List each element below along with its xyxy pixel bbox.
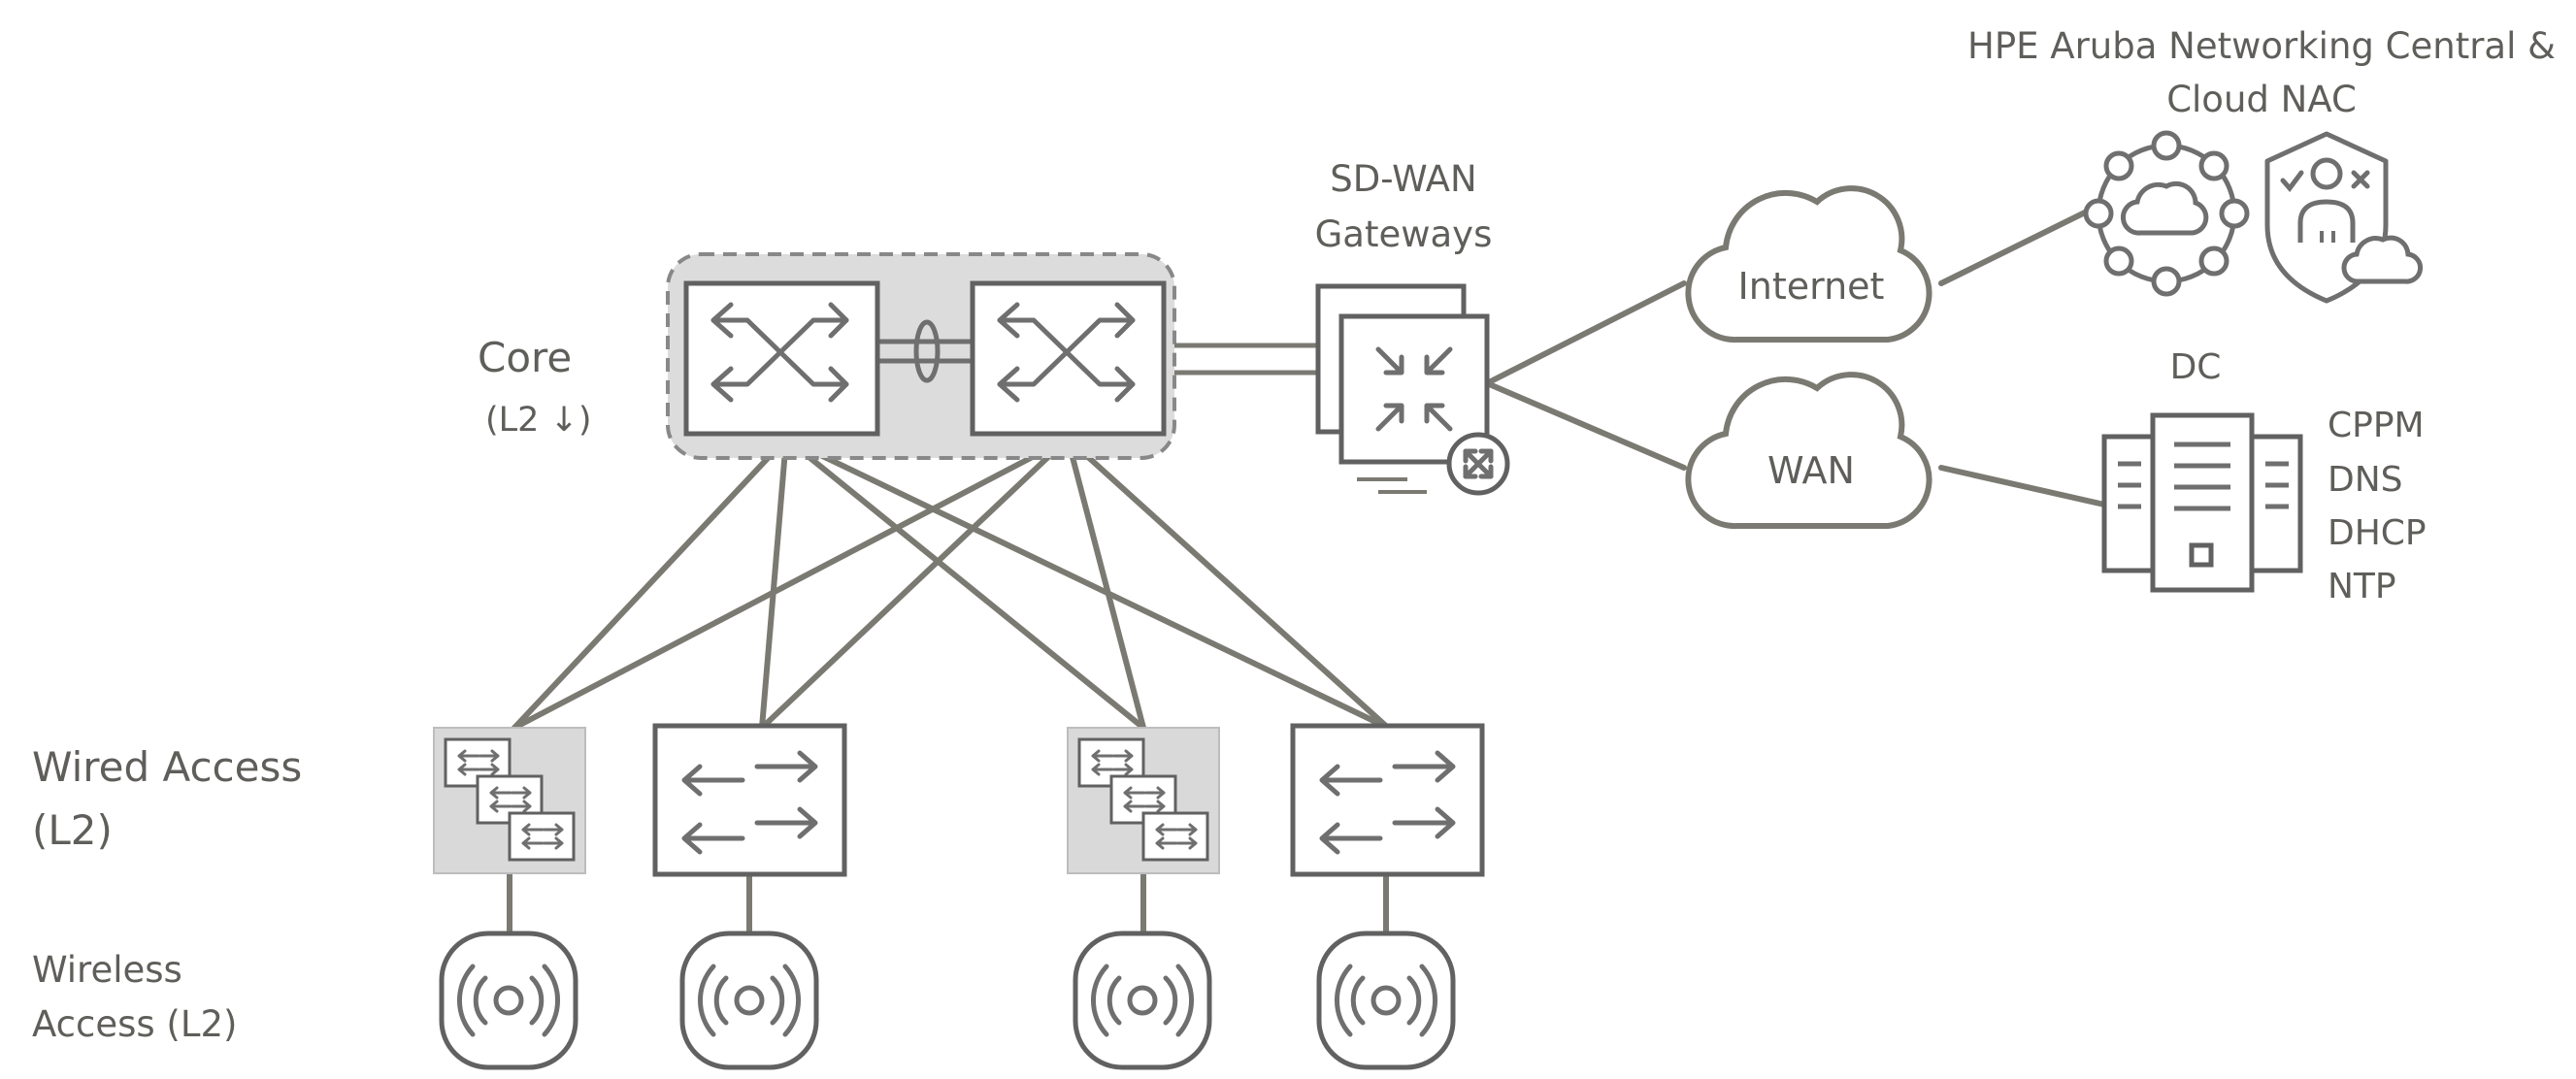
cloud-nac[interactable] bbox=[2264, 131, 2424, 304]
link-internet-central bbox=[1938, 209, 2090, 286]
cloud-icon bbox=[1685, 185, 1932, 343]
core-switch-1[interactable] bbox=[683, 280, 880, 437]
access-point-icon bbox=[1319, 933, 1453, 1067]
access-point-icon bbox=[1075, 933, 1209, 1067]
link-core1-stack2 bbox=[783, 436, 1146, 731]
datacenter-server-icon bbox=[2101, 412, 2303, 593]
internet-cloud[interactable]: Internet bbox=[1685, 185, 1932, 343]
switch-stack-icon bbox=[434, 728, 585, 873]
core-switch-2[interactable] bbox=[970, 280, 1167, 437]
access-point-4[interactable] bbox=[1319, 933, 1453, 1067]
wired-access-label-line2: (L2) bbox=[32, 806, 113, 854]
central-label-line1: HPE Aruba Networking Central & bbox=[1967, 25, 2556, 67]
gateway-base-lines bbox=[1357, 477, 1427, 494]
dc-service-item: CPPM bbox=[2328, 406, 2425, 445]
wireless-access-label-line1: Wireless bbox=[32, 949, 182, 991]
central-cloud-icon bbox=[2083, 130, 2250, 297]
link-core1-switch2 bbox=[783, 436, 1391, 731]
switch-stack-icon bbox=[1068, 728, 1219, 873]
access-switch-icon bbox=[1293, 726, 1482, 874]
dc-service-item: DHCP bbox=[2328, 513, 2427, 553]
cloud-nac-shield-icon bbox=[2264, 131, 2424, 304]
access-point-icon bbox=[442, 933, 576, 1067]
dc-service-item: NTP bbox=[2328, 567, 2396, 606]
internet-label: Internet bbox=[1738, 265, 1885, 308]
link-core2-switch2 bbox=[1065, 436, 1391, 731]
central-label-line2: Cloud NAC bbox=[2166, 79, 2357, 120]
access-switch-1[interactable] bbox=[655, 726, 844, 874]
core-switch-icon bbox=[970, 280, 1167, 437]
link-gateway-wan bbox=[1484, 380, 1687, 471]
link-core1-stack1 bbox=[512, 436, 789, 731]
sdwan-label-line2: Gateways bbox=[1315, 213, 1493, 255]
link-wan-dc bbox=[1938, 465, 2107, 507]
connection-lines bbox=[507, 209, 2107, 936]
link-core2-switch1 bbox=[759, 436, 1071, 731]
sd-wan-gateway[interactable] bbox=[1315, 283, 1510, 496]
access-point-icon bbox=[682, 933, 816, 1067]
expand-arrows-icon bbox=[1463, 448, 1494, 479]
switch-stack-2[interactable] bbox=[1068, 728, 1219, 873]
link-core2-stack1 bbox=[512, 436, 1071, 731]
core-label: Core bbox=[478, 334, 572, 381]
crossover-arrows-icon bbox=[710, 302, 849, 403]
access-point-2[interactable] bbox=[682, 933, 816, 1067]
link-gateway-internet bbox=[1484, 280, 1687, 386]
wan-cloud[interactable]: WAN bbox=[1685, 372, 1932, 530]
lag-ring bbox=[913, 319, 941, 383]
core-group bbox=[666, 252, 1176, 460]
wired-access-label-line1: Wired Access bbox=[32, 743, 302, 791]
compress-arrows-icon bbox=[1375, 346, 1453, 432]
dc-label: DC bbox=[2170, 347, 2222, 387]
dc-service-item: DNS bbox=[2328, 460, 2403, 500]
wireless-access-label-line2: Access (L2) bbox=[32, 1003, 237, 1045]
switch-stack-1[interactable] bbox=[434, 728, 585, 873]
link-core1-switch1 bbox=[759, 436, 789, 731]
sdwan-label-line1: SD-WAN bbox=[1330, 158, 1476, 200]
core-sub-label: (L2 ↓) bbox=[485, 401, 592, 440]
dc-services-list: CPPM DNS DHCP NTP bbox=[2328, 406, 2427, 606]
access-point-1[interactable] bbox=[442, 933, 576, 1067]
access-switch-icon bbox=[655, 726, 844, 874]
crossover-arrows-icon bbox=[997, 302, 1136, 403]
wan-label: WAN bbox=[1767, 449, 1855, 492]
core-switch-icon bbox=[683, 280, 880, 437]
access-point-3[interactable] bbox=[1075, 933, 1209, 1067]
cloud-icon bbox=[1685, 372, 1932, 530]
access-switch-2[interactable] bbox=[1293, 726, 1482, 874]
link-core2-stack2 bbox=[1065, 436, 1146, 731]
central-cloud[interactable] bbox=[2083, 130, 2250, 297]
datacenter-server[interactable] bbox=[2101, 412, 2303, 593]
